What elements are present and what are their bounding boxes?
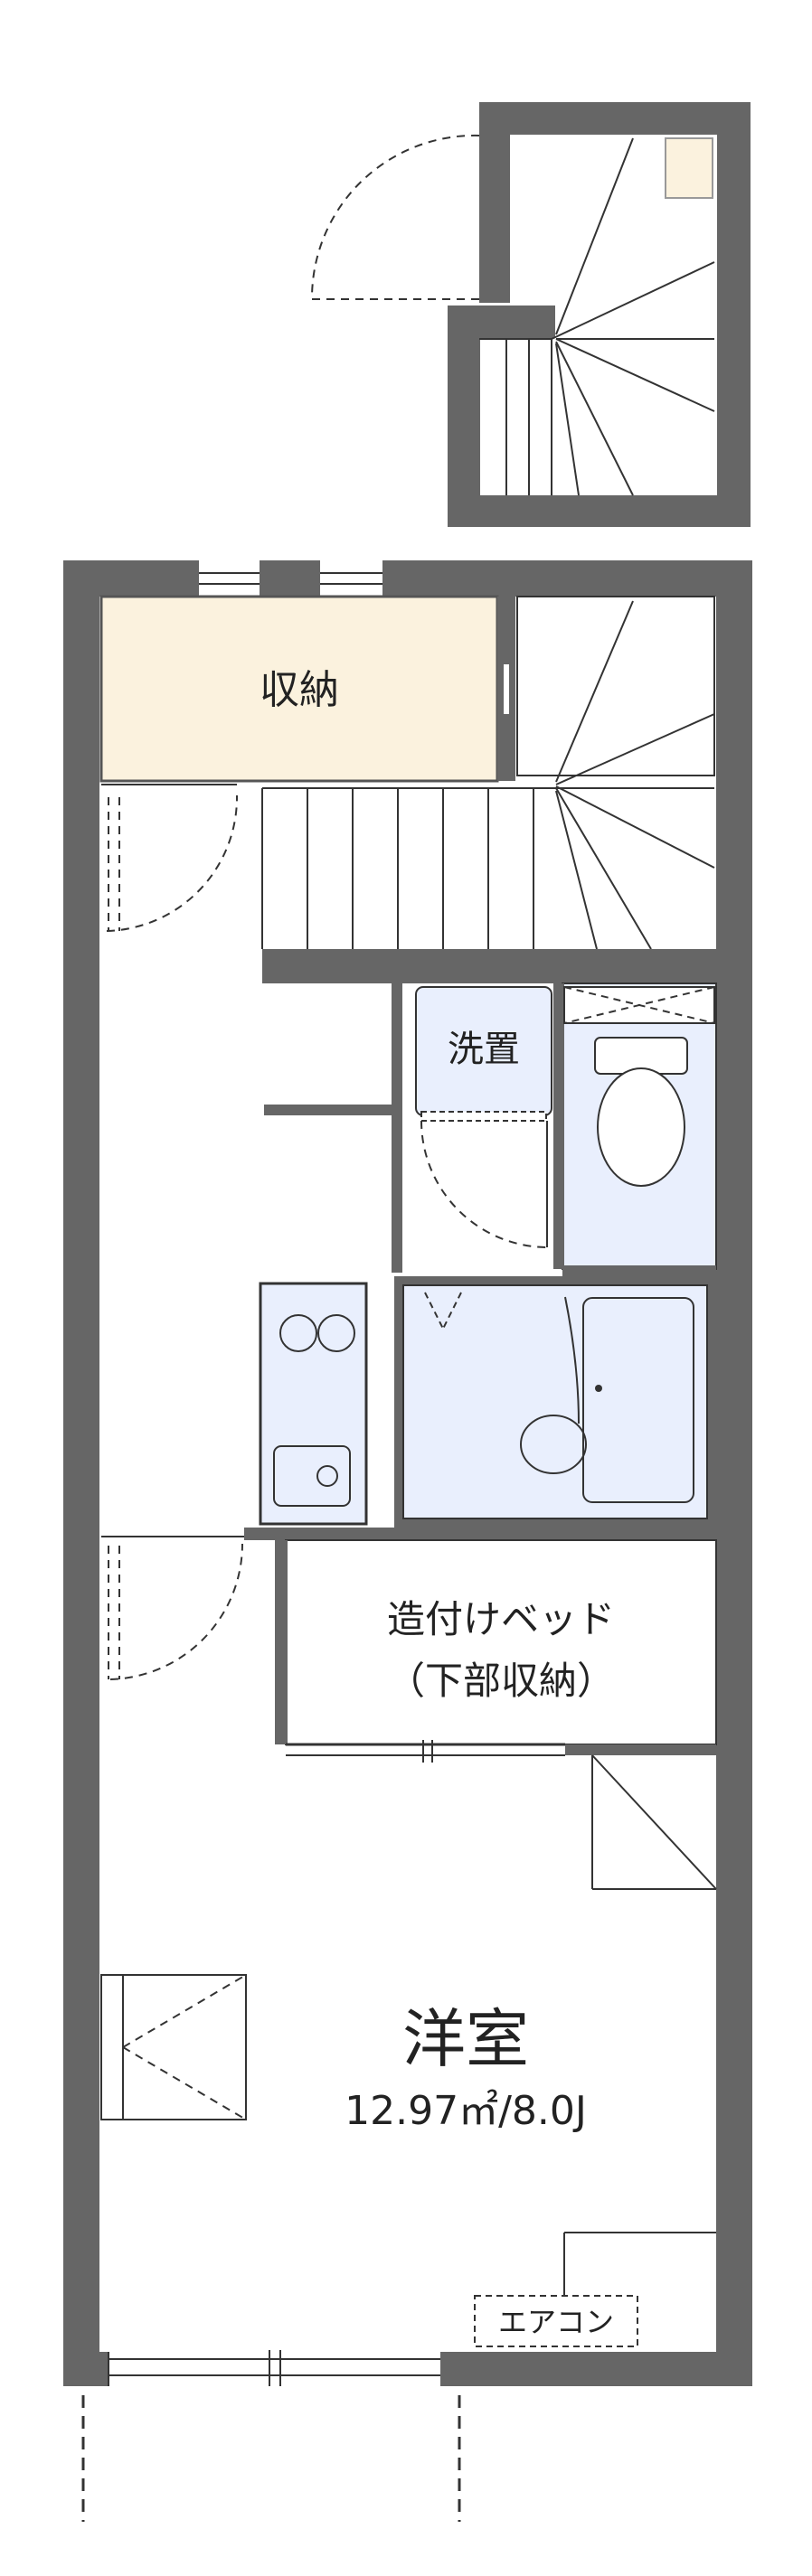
bath-basin: [520, 1415, 587, 1474]
main-unit: 収納: [63, 560, 752, 2522]
aircon-label: エアコン: [498, 2305, 614, 2339]
bed-label-line2: （下部収納）: [387, 1659, 615, 1703]
room-closet-symbol: [100, 1974, 247, 2120]
wall-mid-horizontal: [244, 1528, 716, 1540]
loft-door: [311, 134, 480, 300]
room-name: 洋室: [402, 2002, 529, 2076]
storage-label: 収納: [260, 667, 339, 713]
room-size: 12.97㎡/8.0J: [345, 2088, 587, 2134]
washer-area: 洗置: [392, 983, 552, 1273]
loft-wall-left-lower: [448, 306, 480, 527]
wall-bottom-left: [63, 2352, 109, 2386]
stove-burner-left: [279, 1314, 317, 1352]
sink: [273, 1445, 351, 1507]
bathtub: [582, 1297, 694, 1503]
loft-stairs: [479, 137, 715, 496]
wall-left: [63, 560, 99, 2386]
loft-wall-left-upper: [479, 102, 510, 303]
wall-top-right: [382, 560, 752, 597]
wall-bottom-right: [440, 2352, 752, 2386]
aircon: エアコン: [474, 2232, 716, 2347]
room-door: [101, 1536, 244, 1680]
bathroom: [394, 1276, 716, 1528]
stove-burner-right: [317, 1314, 355, 1352]
wall-top-left: [63, 560, 199, 597]
toilet-bowl: [597, 1067, 685, 1187]
toilet-room: [553, 982, 717, 1276]
balcony-lines: [81, 2395, 461, 2522]
washer-label: 洗置: [448, 1029, 520, 1070]
bottom-window: [108, 2350, 440, 2386]
main-stairs: [261, 596, 715, 950]
kitchen: [259, 1282, 368, 1526]
loft-highlight: [665, 137, 713, 199]
entry-door: [101, 784, 239, 932]
wall-right: [716, 560, 752, 2386]
loft-wall-step: [480, 306, 555, 338]
loft-wall-bottom: [448, 495, 751, 527]
corridor-wall: [264, 1105, 400, 1115]
built-in-bed: 造付けベッド （下部収納）: [275, 1539, 717, 1890]
loft-level: [311, 102, 751, 527]
stairs-bottom-wall: [262, 949, 752, 983]
loft-wall-top: [479, 102, 751, 135]
top-windows: [199, 572, 382, 585]
wall-top-mid: [260, 560, 320, 597]
loft-wall-right: [717, 102, 751, 527]
bed-label-line1: 造付けベッド: [387, 1597, 615, 1641]
